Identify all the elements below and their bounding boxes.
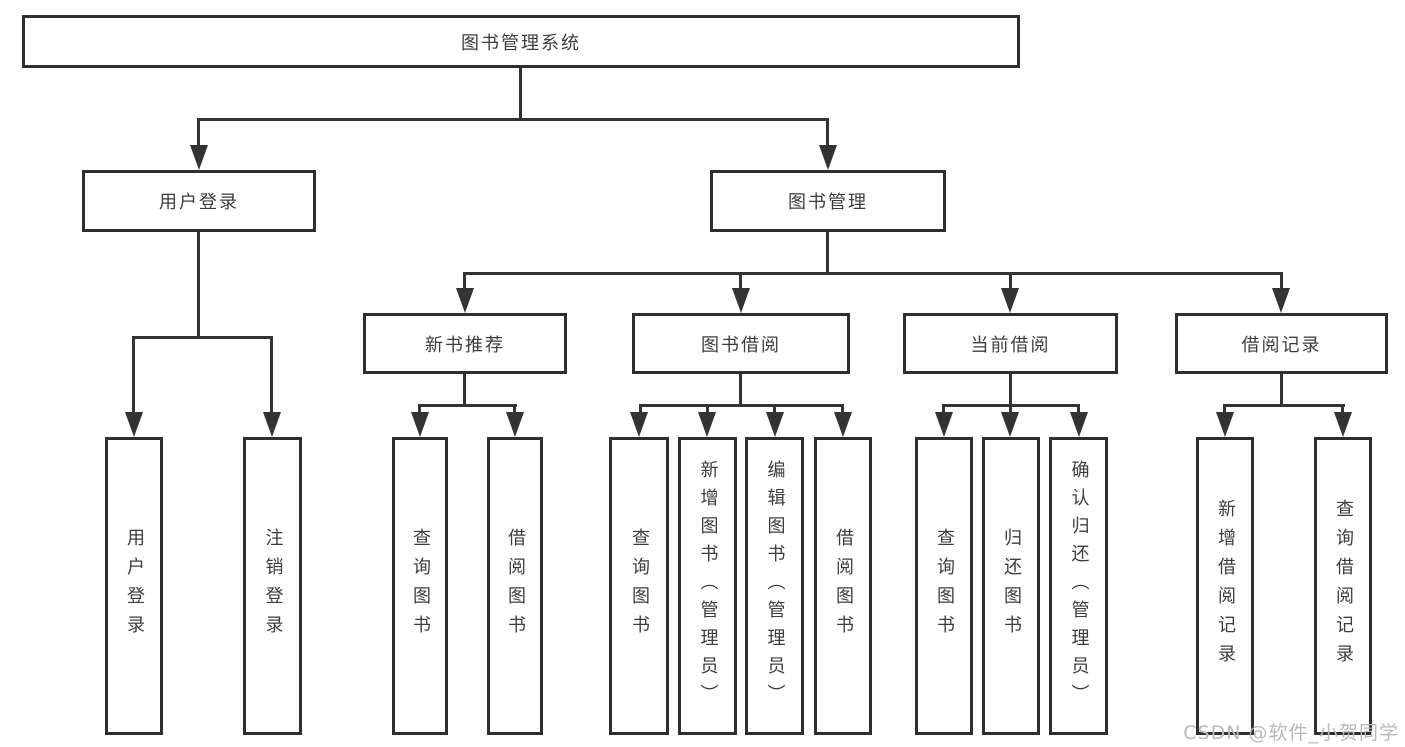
connector-line: [519, 68, 522, 121]
leaf-label: 查询借阅记录: [1333, 499, 1354, 673]
leaf-borrow-books-recommend: 借阅图书: [487, 437, 543, 735]
node-current-borrow: 当前借阅: [903, 313, 1118, 374]
leaf-label: 编辑图书（管理员）: [764, 460, 786, 712]
arrow-down-icon: [190, 145, 208, 170]
leaf-query-books-borrow: 查询图书: [609, 437, 669, 735]
connector-line: [1077, 404, 1080, 415]
leaf-label: 注销登录: [262, 528, 284, 644]
arrow-down-icon: [698, 412, 716, 437]
arrow-down-icon: [456, 288, 474, 313]
arrow-down-icon: [125, 412, 143, 437]
connector-line: [197, 118, 829, 121]
connector-line: [841, 404, 844, 415]
connector-line: [1223, 404, 1226, 415]
leaf-label: 查询图书: [410, 528, 431, 644]
connector-line: [132, 336, 273, 339]
leaf-label: 查询图书: [629, 528, 650, 644]
connector-line: [513, 404, 516, 415]
connector-line: [773, 404, 776, 415]
connector-line: [418, 404, 517, 407]
leaf-label: 用户登录: [124, 528, 145, 644]
arrow-down-icon: [766, 412, 784, 437]
connector-line: [739, 374, 742, 407]
leaf-label: 确认归还（管理员）: [1068, 460, 1090, 712]
connector-line: [463, 272, 466, 290]
connector-line: [1009, 404, 1012, 415]
arrow-down-icon: [1070, 412, 1088, 437]
connector-line: [270, 336, 273, 415]
connector-line: [706, 404, 709, 415]
connector-line: [418, 404, 421, 415]
node-book-management: 图书管理: [710, 170, 946, 232]
connector-line: [942, 404, 945, 415]
node-book-borrow: 图书借阅: [632, 313, 850, 374]
leaf-query-borrow-record: 查询借阅记录: [1314, 437, 1372, 735]
connector-line: [739, 272, 742, 290]
arrow-down-icon: [263, 412, 281, 437]
arrow-down-icon: [1272, 288, 1290, 313]
arrow-down-icon: [1001, 288, 1019, 313]
node-user-login: 用户登录: [82, 170, 316, 232]
leaf-query-books-current: 查询图书: [915, 437, 973, 735]
arrow-down-icon: [732, 288, 750, 313]
connector-line: [1280, 374, 1283, 407]
connector-line: [1009, 272, 1012, 290]
arrow-down-icon: [935, 412, 953, 437]
leaf-edit-books-admin: 编辑图书（管理员）: [745, 437, 804, 735]
arrow-down-icon: [1001, 412, 1019, 437]
leaf-borrow-books: 借阅图书: [814, 437, 872, 735]
node-root-system: 图书管理系统: [22, 15, 1020, 68]
connector-line: [132, 336, 135, 415]
connector-line: [826, 232, 829, 275]
connector-line: [826, 118, 829, 147]
connector-line: [463, 272, 1283, 275]
leaf-label: 新增借阅记录: [1215, 499, 1236, 673]
leaf-label: 新增图书（管理员）: [697, 460, 719, 712]
leaf-label: 查询图书: [934, 528, 955, 644]
node-borrow-records: 借阅记录: [1175, 313, 1388, 374]
connector-line: [1280, 272, 1283, 290]
leaf-query-books-recommend: 查询图书: [392, 437, 448, 735]
arrow-down-icon: [506, 412, 524, 437]
leaf-add-books-admin: 新增图书（管理员）: [678, 437, 737, 735]
connector-line: [463, 374, 466, 407]
leaf-label: 借阅图书: [505, 528, 526, 644]
connector-line: [639, 404, 844, 407]
arrow-down-icon: [630, 412, 648, 437]
connector-line: [639, 404, 642, 415]
connector-line: [197, 232, 200, 339]
connector-line: [1341, 404, 1344, 415]
leaf-label: 借阅图书: [833, 528, 854, 644]
leaf-return-books: 归还图书: [982, 437, 1040, 735]
connector-line: [197, 118, 200, 147]
arrow-down-icon: [819, 145, 837, 170]
arrow-down-icon: [411, 412, 429, 437]
leaf-add-borrow-record: 新增借阅记录: [1196, 437, 1254, 735]
leaf-confirm-return-admin: 确认归还（管理员）: [1049, 437, 1108, 735]
leaf-user-login: 用户登录: [105, 437, 163, 735]
arrow-down-icon: [1334, 412, 1352, 437]
csdn-watermark: CSDN @软件_小贺同学: [1183, 722, 1399, 744]
arrow-down-icon: [834, 412, 852, 437]
arrow-down-icon: [1216, 412, 1234, 437]
connector-line: [1223, 404, 1345, 407]
connector-line: [1009, 374, 1012, 407]
leaf-label: 归还图书: [1001, 528, 1022, 644]
node-new-book-recommend: 新书推荐: [363, 313, 567, 374]
leaf-logout: 注销登录: [243, 437, 302, 735]
